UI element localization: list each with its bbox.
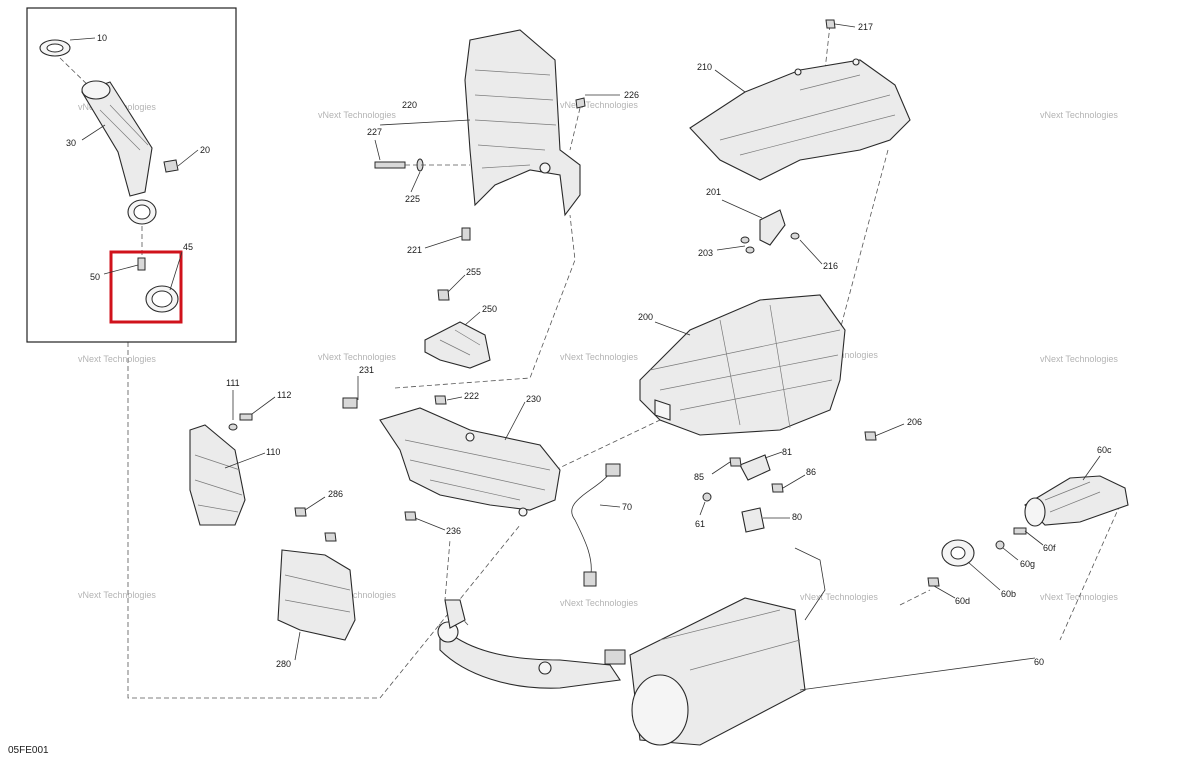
- label-206: 206: [907, 417, 922, 427]
- part-200-cover: [639, 294, 846, 436]
- label-203: 203: [698, 248, 713, 258]
- label-227: 227: [367, 127, 382, 137]
- label-231: 231: [359, 365, 374, 375]
- part-60c-tailpipe: [1024, 475, 1129, 527]
- part-112-bolt: [239, 413, 253, 421]
- label-112: 112: [277, 390, 291, 400]
- label-236: 236: [446, 526, 461, 536]
- part-220-heat-shield: [464, 29, 581, 217]
- part-222-nut: [434, 395, 447, 405]
- label-217: 217: [858, 22, 873, 32]
- label-86: 86: [806, 467, 816, 477]
- label-60d: 60d: [955, 596, 970, 606]
- part-227-bolt: [374, 161, 406, 169]
- part-20-nut: [163, 159, 179, 173]
- part-60d-nut: [927, 577, 940, 587]
- diagram-code: 05FE001: [8, 745, 49, 756]
- label-280: 280: [276, 659, 291, 669]
- part-80-block: [741, 507, 765, 533]
- part-203-nut: [740, 236, 750, 244]
- highlight-box: [109, 250, 183, 324]
- label-111: 111: [226, 378, 240, 388]
- watermark: vNext Technologies: [318, 110, 396, 120]
- part-81-bracket: [739, 454, 771, 481]
- part-236-nut: [404, 511, 417, 521]
- part-216-nut: [790, 232, 800, 240]
- label-70: 70: [622, 502, 632, 512]
- part-111-washer: [228, 423, 238, 431]
- part-61-grommet: [702, 492, 712, 502]
- watermark: vNext Technologies: [318, 352, 396, 362]
- part-231-clip: [342, 397, 358, 409]
- watermark: vNext Technologies: [560, 352, 638, 362]
- part-217-nut: [825, 19, 836, 29]
- part-70-oxygen-sensor: [571, 463, 621, 587]
- label-110: 110: [266, 447, 280, 457]
- part-206-bolt: [864, 431, 877, 441]
- watermark: vNext Technologies: [318, 590, 396, 600]
- watermark: vNext Technologies: [560, 100, 638, 110]
- label-81: 81: [782, 447, 792, 457]
- label-85: 85: [694, 472, 704, 482]
- watermark: vNext Technologies: [800, 592, 878, 602]
- part-286-bolt: [294, 507, 307, 517]
- part-110-heat-shield: [189, 424, 246, 526]
- watermark: vNext Technologies: [1040, 354, 1118, 364]
- callout-labels: 10 20 30 45 50 231 111 112 110 286 280 2…: [66, 22, 1112, 669]
- part-280-heat-shield: [277, 549, 356, 641]
- label-60g: 60g: [1020, 559, 1035, 569]
- part-45-ring: [145, 285, 179, 313]
- part-226-nut: [575, 97, 586, 109]
- watermark: vNext Technologies: [1040, 110, 1118, 120]
- part-210-heat-shield: [689, 58, 911, 181]
- part-230-heat-shield: [379, 407, 561, 517]
- label-80: 80: [792, 512, 802, 522]
- label-226: 226: [624, 90, 639, 100]
- label-61: 61: [695, 519, 705, 529]
- label-221: 221: [407, 245, 422, 255]
- label-60: 60: [1034, 657, 1044, 667]
- label-210: 210: [697, 62, 712, 72]
- label-225: 225: [405, 194, 420, 204]
- label-200: 200: [638, 312, 653, 322]
- label-60f: 60f: [1043, 543, 1056, 553]
- label-230: 230: [526, 394, 541, 404]
- label-60b: 60b: [1001, 589, 1016, 599]
- part-85-bolt: [729, 457, 742, 467]
- leader-lines: [224, 23, 1101, 691]
- label-286: 286: [328, 489, 343, 499]
- watermark: vNext Technologies: [78, 354, 156, 364]
- part-60-muffler-assembly: [437, 547, 826, 746]
- detail-inset: [26, 7, 237, 343]
- part-30-tube: [81, 80, 157, 225]
- label-201: 201: [706, 187, 721, 197]
- part-60b-flange: [941, 539, 975, 567]
- watermark: vNext Technologies: [78, 590, 156, 600]
- watermark: vNext Technologies: [560, 598, 638, 608]
- label-45: 45: [183, 242, 193, 252]
- part-60g-washer: [995, 540, 1005, 550]
- label-60c: 60c: [1097, 445, 1112, 455]
- part-50-pin: [137, 257, 146, 271]
- label-255: 255: [466, 267, 481, 277]
- watermarks: vNext Technologies vNext Technologies vN…: [78, 100, 1118, 608]
- part-221-clip: [461, 227, 471, 241]
- part-86-nut: [771, 483, 784, 493]
- label-222: 222: [464, 391, 479, 401]
- part-60f-bolt: [1013, 527, 1027, 535]
- part-255-bolt: [437, 289, 450, 301]
- label-20: 20: [200, 145, 210, 155]
- part-201-bracket: [759, 209, 786, 246]
- label-50: 50: [90, 272, 100, 282]
- label-216: 216: [823, 261, 838, 271]
- part-250-bracket: [424, 321, 491, 369]
- label-30: 30: [66, 138, 76, 148]
- label-10: 10: [97, 33, 107, 43]
- label-250: 250: [482, 304, 497, 314]
- label-220: 220: [402, 100, 417, 110]
- part-10-gasket: [39, 39, 71, 57]
